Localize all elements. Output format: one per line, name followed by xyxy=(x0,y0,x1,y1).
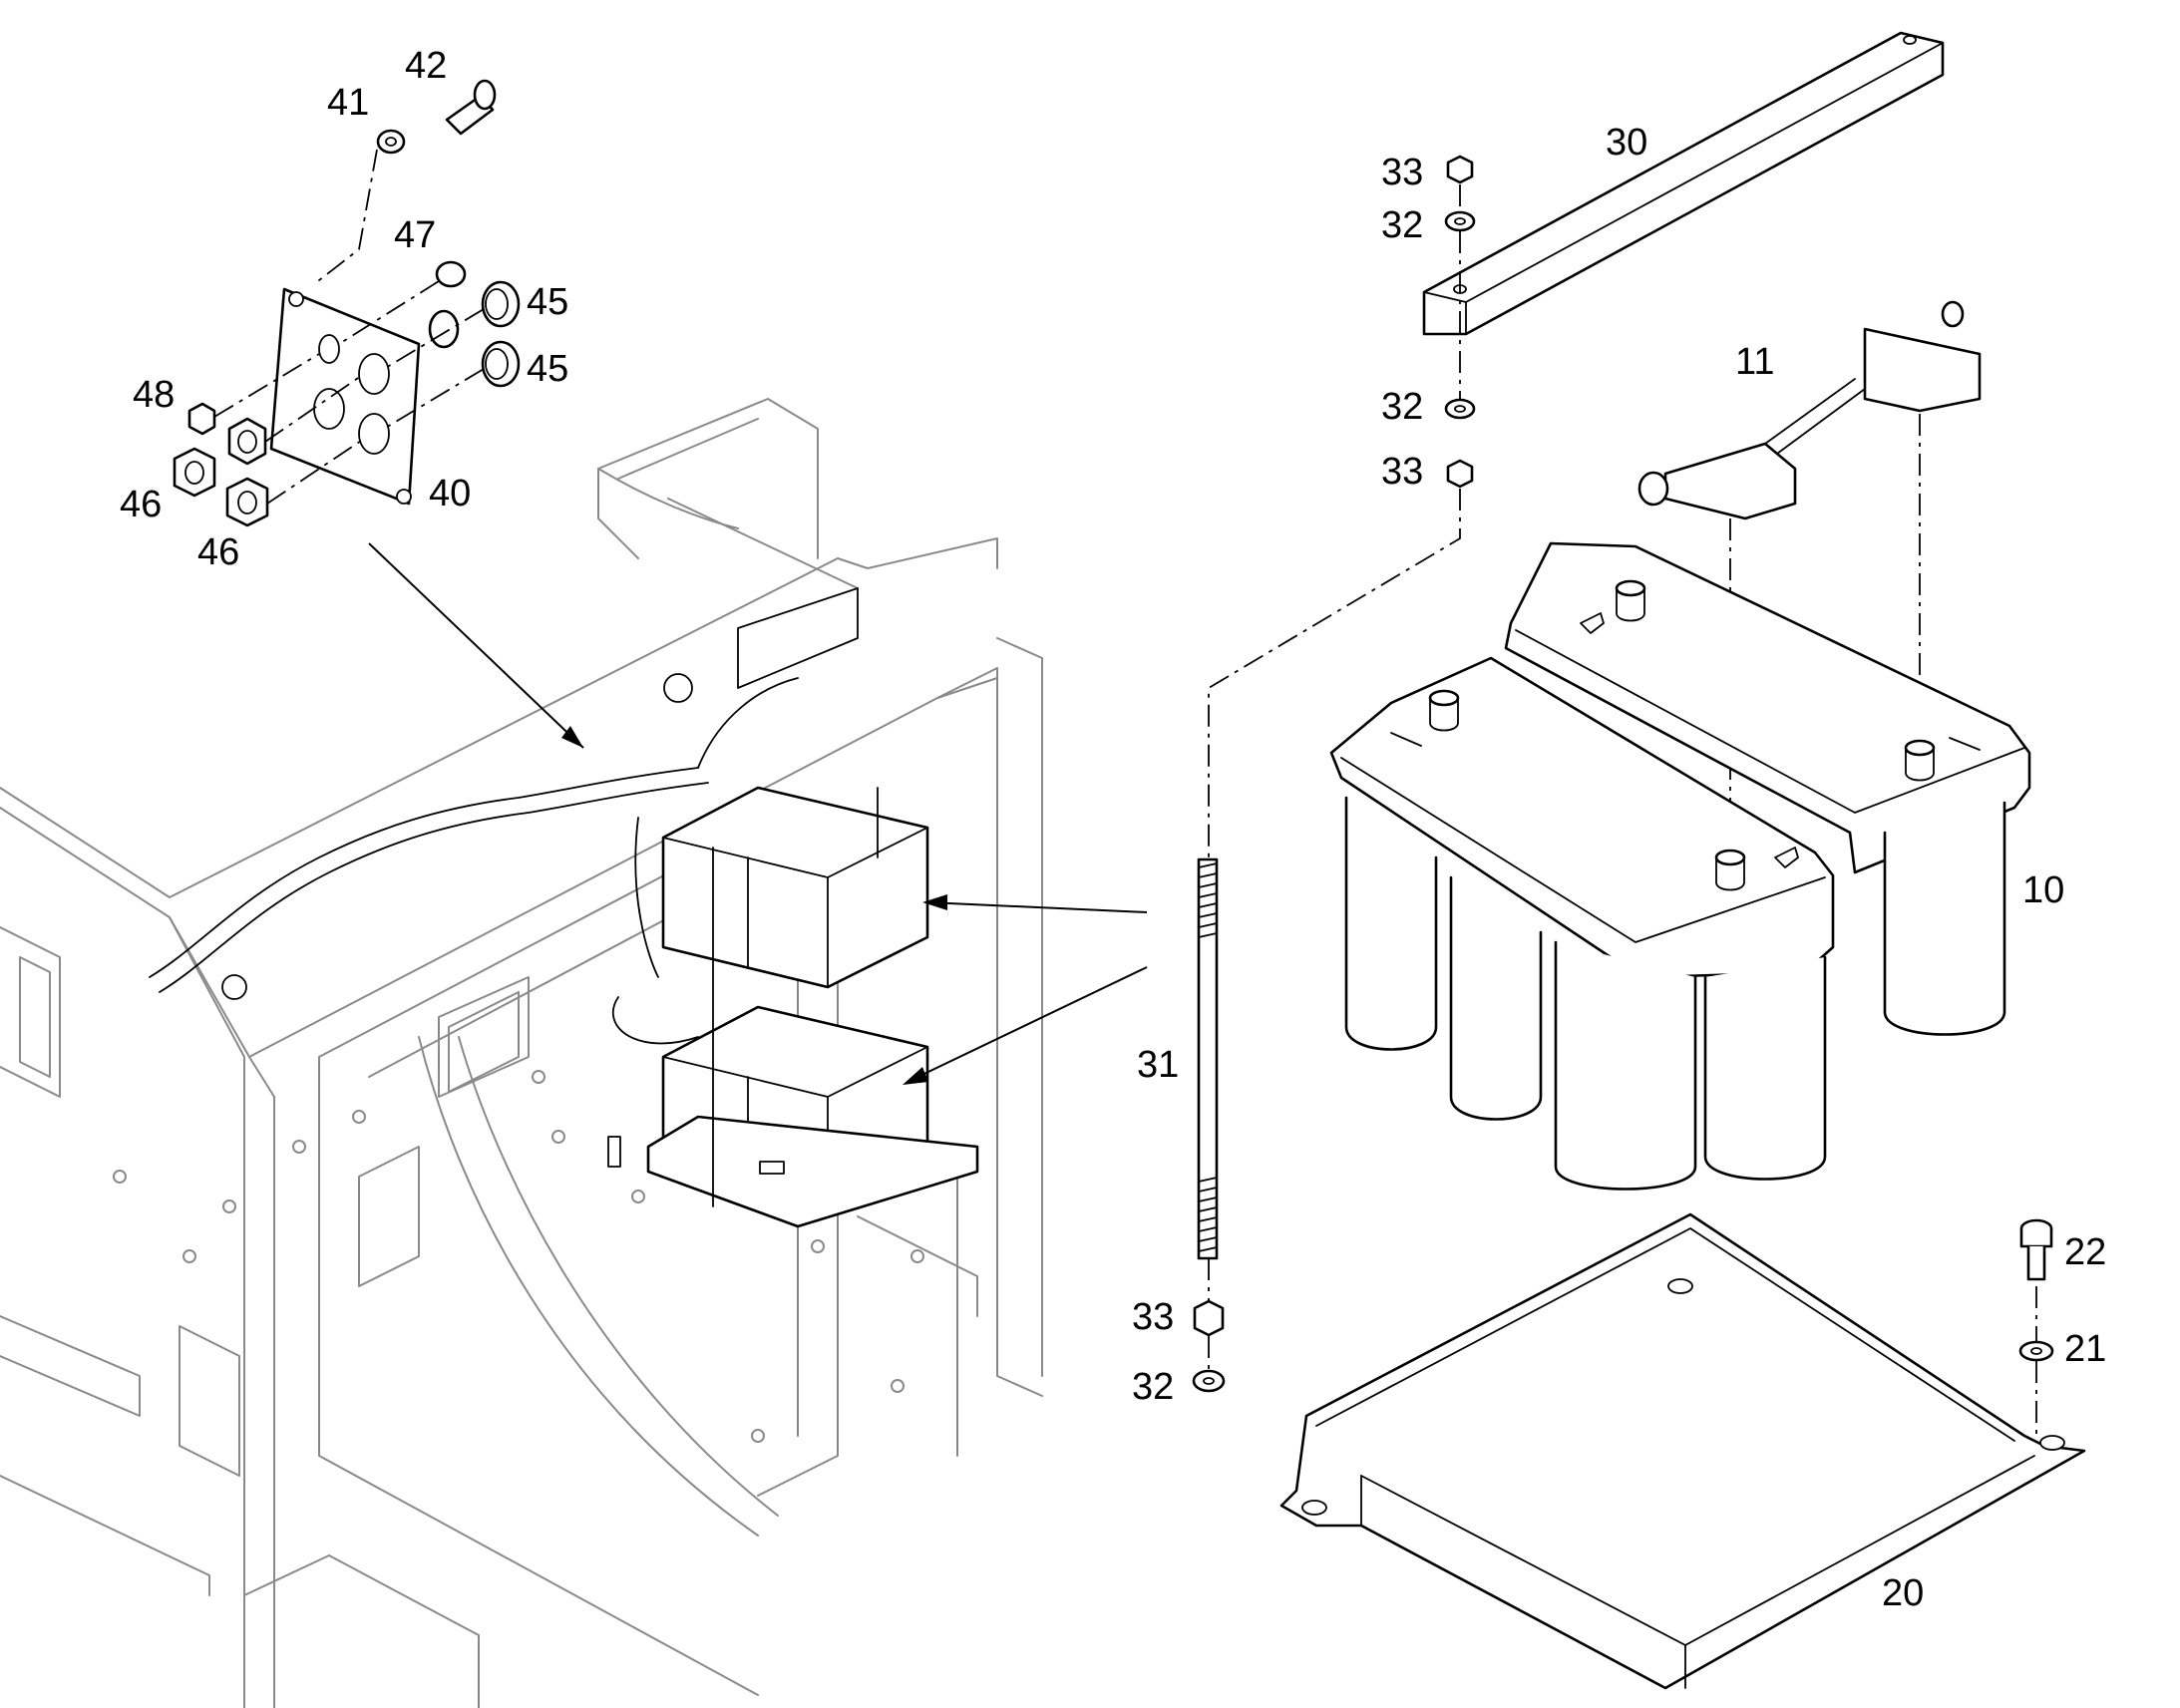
callout-22: 22 xyxy=(2064,1231,2106,1273)
callout-32-bottom: 32 xyxy=(1132,1366,1174,1408)
bulkhead-plate-group xyxy=(173,79,584,749)
nut-33-top xyxy=(1446,155,1474,184)
callout-33-top: 33 xyxy=(1381,152,1423,193)
callout-48: 48 xyxy=(133,374,175,416)
callout-47: 47 xyxy=(394,214,436,256)
batteries-10 xyxy=(1329,541,2031,1191)
callout-10: 10 xyxy=(2022,869,2064,911)
bulkhead-plate xyxy=(269,287,421,506)
callout-32-top: 32 xyxy=(1381,204,1423,246)
grommet-47 xyxy=(435,260,467,288)
callout-33-bottom: 33 xyxy=(1132,1296,1174,1338)
nut-33-bottom xyxy=(1193,1299,1225,1337)
hold-down-hardware xyxy=(1192,31,1945,1393)
callout-42: 42 xyxy=(405,45,447,87)
nut-33-mid xyxy=(1446,459,1474,489)
leader-arrows xyxy=(903,894,1148,1085)
callout-41: 41 xyxy=(327,82,369,124)
threaded-rod-31 xyxy=(1197,857,1219,1260)
callout-33-mid: 33 xyxy=(1381,451,1423,493)
callout-labels: 42 41 47 45 45 48 40 46 46 30 33 32 11 3… xyxy=(120,45,2106,1614)
callout-32-mid: 32 xyxy=(1381,386,1423,428)
callout-30: 30 xyxy=(1606,122,1647,164)
callout-11: 11 xyxy=(1735,341,1774,383)
callout-31: 31 xyxy=(1137,1044,1179,1086)
callout-45-lower: 45 xyxy=(527,348,568,390)
callout-46-left: 46 xyxy=(120,484,162,525)
callout-40: 40 xyxy=(429,473,471,514)
installed-battery-assembly xyxy=(149,587,979,1228)
nut-48 xyxy=(187,402,216,436)
callout-21: 21 xyxy=(2064,1328,2106,1370)
callout-45-upper: 45 xyxy=(527,281,568,323)
battery-tray-20 xyxy=(1279,1212,2086,1690)
callout-20: 20 xyxy=(1882,1572,1924,1614)
callout-46-bottom: 46 xyxy=(197,531,239,573)
